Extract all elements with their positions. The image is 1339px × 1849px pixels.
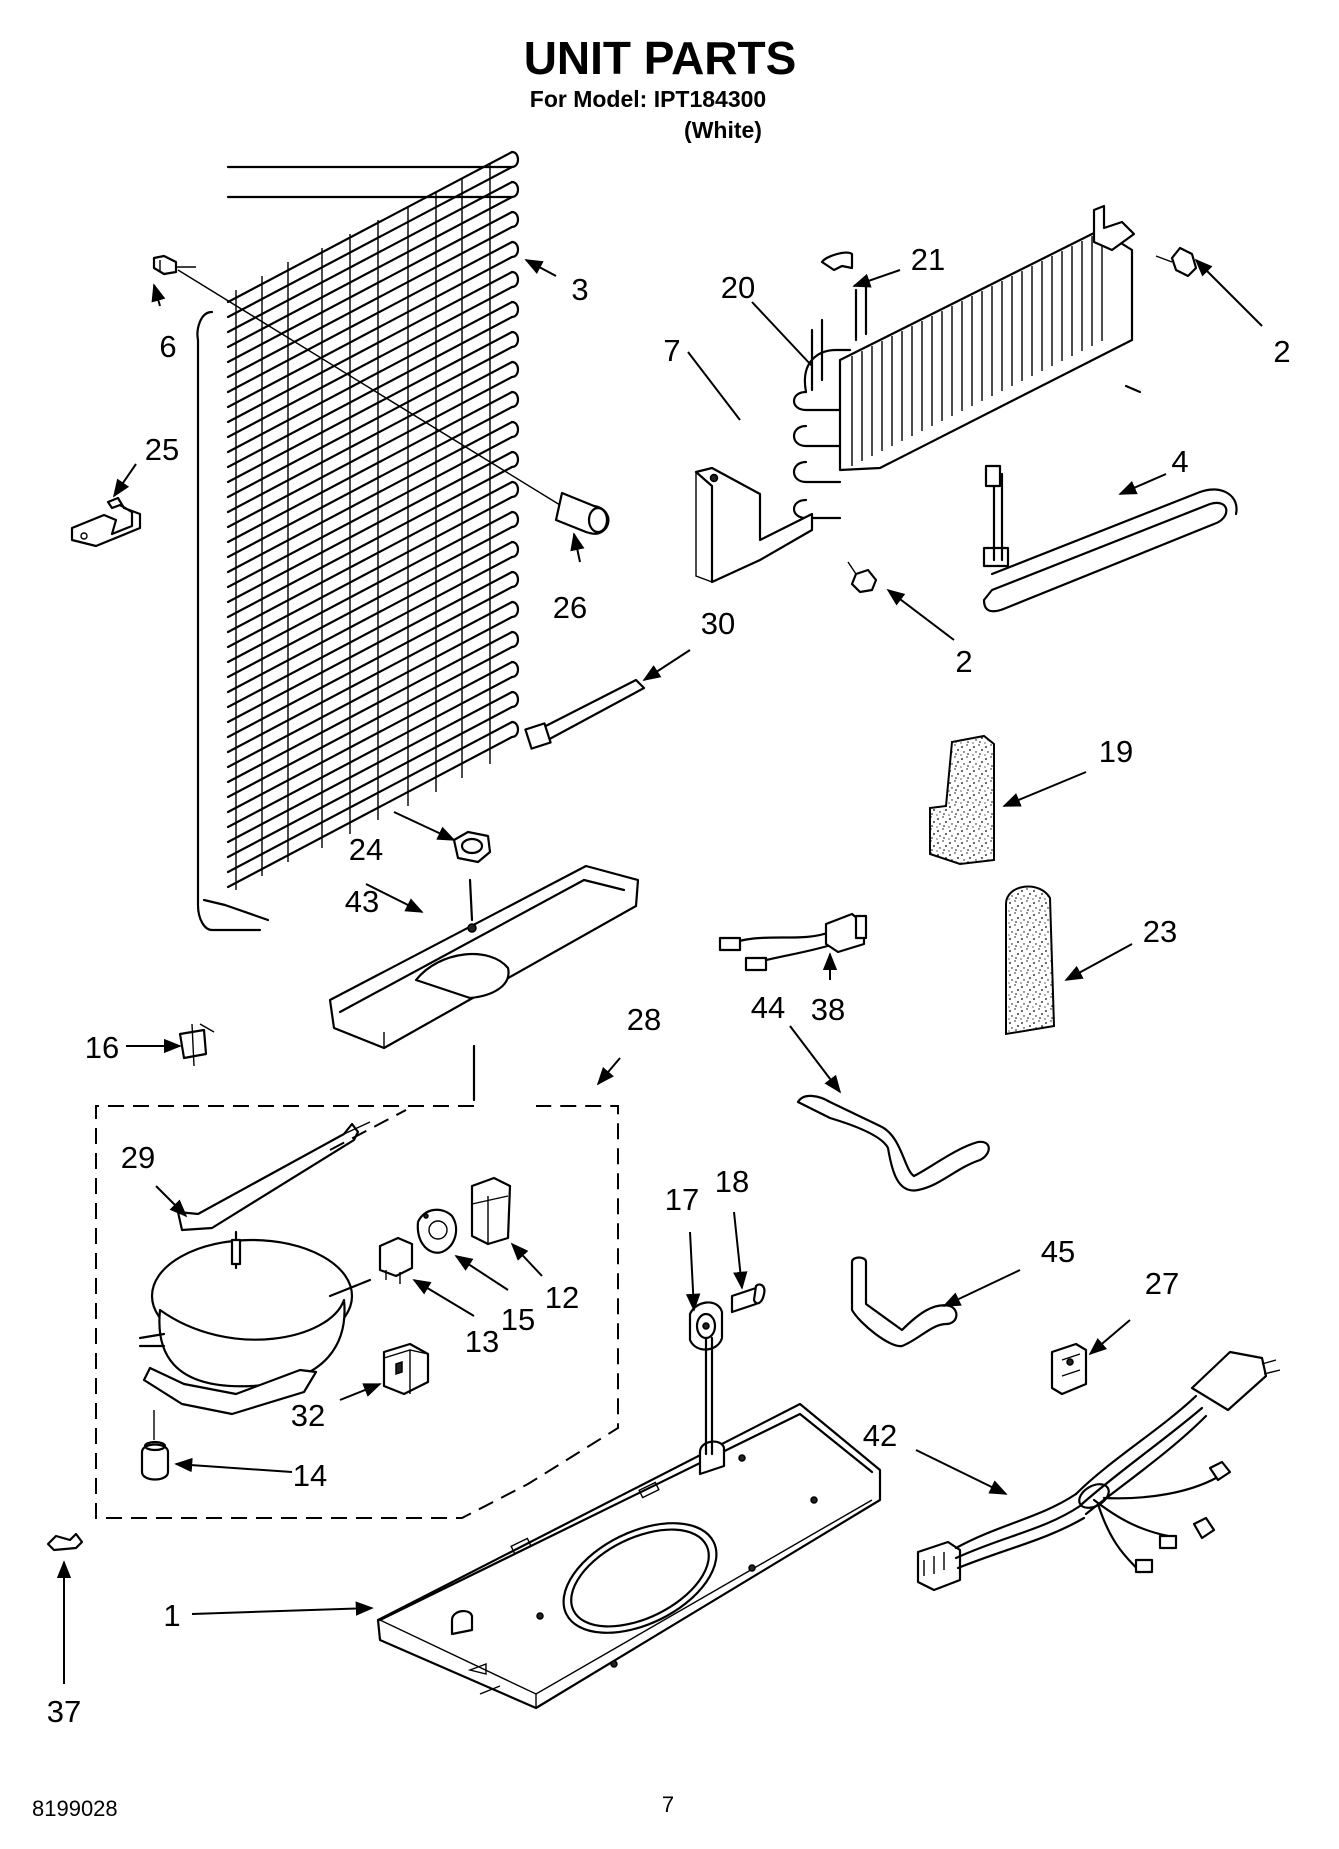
part-30-wire-tie [524,678,646,750]
part-38-harness [718,912,868,972]
part-43-drain-pan [328,864,640,1102]
part-21-clip [820,251,854,272]
part-14-grommet [140,1410,170,1481]
callout-28: 28 [627,1002,661,1037]
doc-number: 8199028 [32,1796,118,1821]
callout-45: 45 [1041,1234,1075,1269]
callout-18: 18 [715,1164,749,1199]
page-number: 7 [662,1792,674,1817]
part-6-screw [152,254,196,276]
part-26-plug [554,491,610,535]
part-32-capacitor [382,1342,430,1396]
part-37-clip [46,1532,84,1552]
callout-42: 42 [863,1418,897,1453]
part-12-cover [470,1176,512,1246]
part-18-bolt [730,1283,766,1314]
callout-25: 25 [145,432,179,467]
part-27-clip [1050,1342,1088,1396]
part-45-tube [850,1256,958,1348]
callout-13: 13 [465,1324,499,1359]
callout-43: 43 [345,884,379,919]
callout-7: 7 [663,333,680,368]
callout-26: 26 [553,590,587,625]
callout-labels: 6 3 25 26 7 20 21 2 4 2 30 19 23 38 24 4… [47,242,1291,1729]
callout-17: 17 [665,1182,699,1217]
callout-44: 44 [751,990,785,1025]
callout-32: 32 [291,1398,325,1433]
callout-30: 30 [701,606,735,641]
callout-27: 27 [1145,1266,1179,1301]
leader-lines [56,258,1263,1684]
callout-6: 6 [159,329,176,364]
part-25-bracket [70,496,142,548]
callout-23: 23 [1143,914,1177,949]
callout-3: 3 [571,272,588,307]
part-evaporator [694,204,1142,584]
model-line: For Model: IPT184300 [530,86,766,112]
part-42-wire-harness [916,1350,1281,1592]
part-compressor [138,1230,372,1416]
callout-21: 21 [911,242,945,277]
callout-29: 29 [121,1140,155,1175]
callout-4: 4 [1171,444,1188,479]
callout-16: 16 [85,1030,119,1065]
part-16-clip [178,1023,215,1067]
part-23-foam [1005,885,1056,1036]
header: UNIT PARTS For Model: IPT184300 (White) [524,32,797,143]
part-44-tube [796,1094,990,1192]
part-19-foam [929,734,995,866]
compressor-group-outline [95,1105,619,1519]
part-15-overload [416,1208,458,1254]
callout-24: 24 [349,832,383,867]
callout-14: 14 [293,1458,327,1493]
callout-1: 1 [163,1598,180,1633]
callout-37: 37 [47,1694,81,1729]
callout-20: 20 [721,270,755,305]
part-4-defrost-heater [982,464,1238,613]
part-1-base [376,1336,882,1710]
part-2-screw-bottom [847,561,878,594]
callout-38: 38 [811,992,845,1027]
part-2-screw-top [1155,246,1198,278]
page-title: UNIT PARTS [524,32,797,84]
part-condenser-coil [196,150,520,932]
callout-2-top: 2 [1273,334,1290,369]
callout-19: 19 [1099,734,1133,769]
callout-2-bottom: 2 [955,644,972,679]
color-line: (White) [684,117,762,143]
callout-15: 15 [501,1302,535,1337]
part-13-relay [378,1236,414,1284]
part-29-drier [176,1109,407,1232]
footer: 8199028 7 [32,1792,674,1821]
callout-12: 12 [545,1280,579,1315]
part-24-nut [452,830,492,864]
